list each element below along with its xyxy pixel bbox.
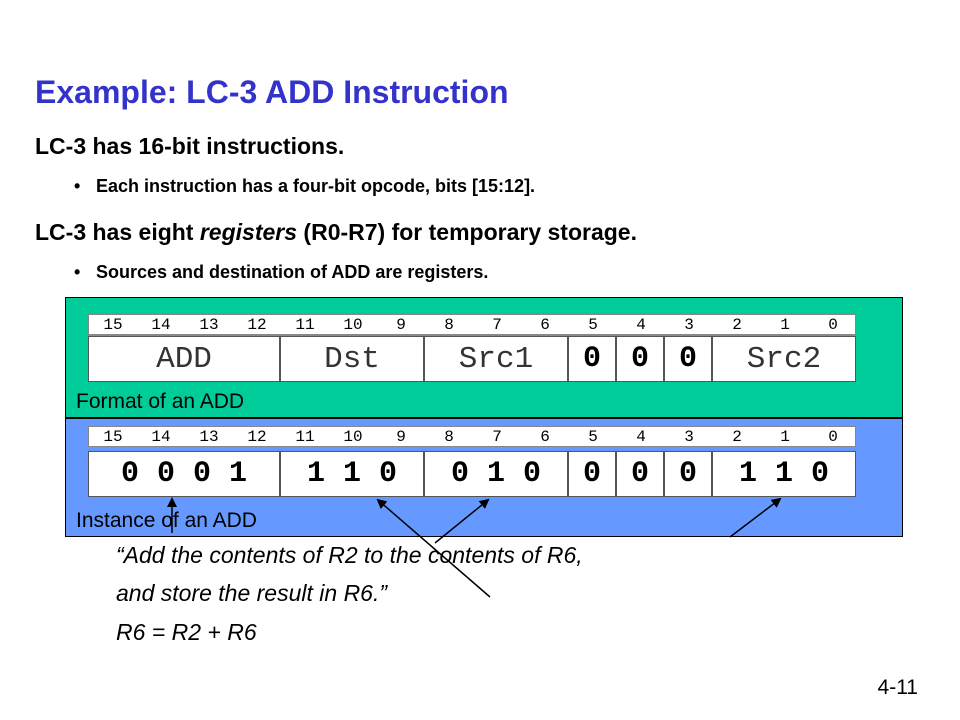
bit-number: 2: [732, 428, 742, 446]
format-field-label: 0: [630, 342, 649, 376]
line-registers-pre: LC-3 has eight: [35, 219, 200, 245]
bit-number: 5: [588, 428, 598, 446]
bit-number: 15: [103, 428, 123, 446]
format-field: Src2: [712, 336, 856, 382]
arrow-to-src2: [729, 497, 782, 538]
bit-number: 0: [828, 428, 838, 446]
instance-bit-group: 0: [664, 451, 712, 497]
explanation-line2: and store the result in R6.”: [116, 580, 388, 606]
bit-number: 14: [151, 316, 171, 334]
bullet-sources: • Sources and destination of ADD are regi…: [74, 262, 488, 283]
bit-number: 1: [780, 316, 790, 334]
bit-number: 12: [247, 316, 267, 334]
format-field-label: ADD: [156, 341, 212, 377]
bit-number: 11: [295, 428, 315, 446]
instance-bits: 0: [678, 457, 697, 491]
instance-bit-group: 0: [616, 451, 664, 497]
bit-number: 15: [103, 316, 123, 334]
instance-bit-group: 1 1 0: [280, 451, 424, 497]
bit-number: 12: [247, 428, 267, 446]
format-field-label: Src1: [458, 341, 534, 377]
arrow-to-src1-from-line1: [434, 498, 490, 544]
instance-bit-group: 1 1 0: [712, 451, 856, 497]
line-registers-em: registers: [199, 219, 298, 245]
explanation-line3: R6 = R2 + R6: [116, 619, 257, 645]
bit-number: 9: [396, 428, 406, 446]
bit-number: 4: [636, 428, 646, 446]
instance-bit-group: 0 0 0 1: [88, 451, 280, 497]
bit-number: 14: [151, 428, 171, 446]
bit-number: 3: [684, 316, 694, 334]
bit-number: 7: [492, 428, 502, 446]
bit-number: 8: [444, 316, 454, 334]
instance-bits: 1 1 0: [738, 457, 829, 491]
line-registers-post: (R0-R7) for temporary storage.: [297, 219, 637, 245]
slide-title: Example: LC-3 ADD Instruction: [35, 74, 509, 110]
format-field: 0: [568, 336, 616, 382]
bullet-sources-text: Sources and destination of ADD are regis…: [96, 262, 489, 282]
bit-number: 8: [444, 428, 454, 446]
format-field-label: 0: [582, 342, 601, 376]
bit-number: 9: [396, 316, 406, 334]
bit-number: 1: [780, 428, 790, 446]
arrow-to-dst-from-line2: [376, 498, 491, 598]
bit-number: 6: [540, 428, 550, 446]
bit-number: 13: [199, 316, 219, 334]
bit-number: 6: [540, 316, 550, 334]
format-field-label: Src2: [746, 341, 822, 377]
instance-bits: 0: [630, 457, 649, 491]
instance-bit-group: 0: [568, 451, 616, 497]
format-field: Dst: [280, 336, 424, 382]
bit-number: 10: [343, 428, 363, 446]
format-field-label: 0: [678, 342, 697, 376]
bit-number: 2: [732, 316, 742, 334]
format-field: 0: [664, 336, 712, 382]
bit-number: 5: [588, 316, 598, 334]
format-caption: Format of an ADD: [76, 390, 245, 413]
instance-bits: 0 0 0 1: [120, 457, 248, 491]
bullet-opcode-text: Each instruction has a four-bit opcode, …: [96, 176, 536, 196]
format-field: 0: [616, 336, 664, 382]
bit-number: 3: [684, 428, 694, 446]
bit-number: 0: [828, 316, 838, 334]
page-number: 4-11: [877, 676, 918, 699]
bullet-marker: •: [74, 262, 81, 282]
instance-bits: 1 1 0: [306, 457, 397, 491]
format-field-label: Dst: [324, 341, 380, 377]
line-16bit: LC-3 has 16-bit instructions.: [35, 133, 345, 159]
format-field: Src1: [424, 336, 568, 382]
bit-number: 7: [492, 316, 502, 334]
bit-number: 11: [295, 316, 315, 334]
line-registers: LC-3 has eight registers (R0-R7) for tem…: [35, 219, 637, 246]
bit-number: 4: [636, 316, 646, 334]
instance-bit-group: 0 1 0: [424, 451, 568, 497]
explanation-line1: “Add the contents of R2 to the contents …: [116, 542, 583, 568]
instance-bits: 0 1 0: [450, 457, 541, 491]
bit-number: 10: [343, 316, 363, 334]
bullet-opcode: • Each instruction has a four-bit opcode,…: [74, 176, 535, 197]
bullet-marker: •: [74, 176, 81, 196]
format-field: ADD: [88, 336, 280, 382]
bit-number: 13: [199, 428, 219, 446]
instance-caption: Instance of an ADD: [76, 509, 257, 532]
instance-bits: 0: [582, 457, 601, 491]
